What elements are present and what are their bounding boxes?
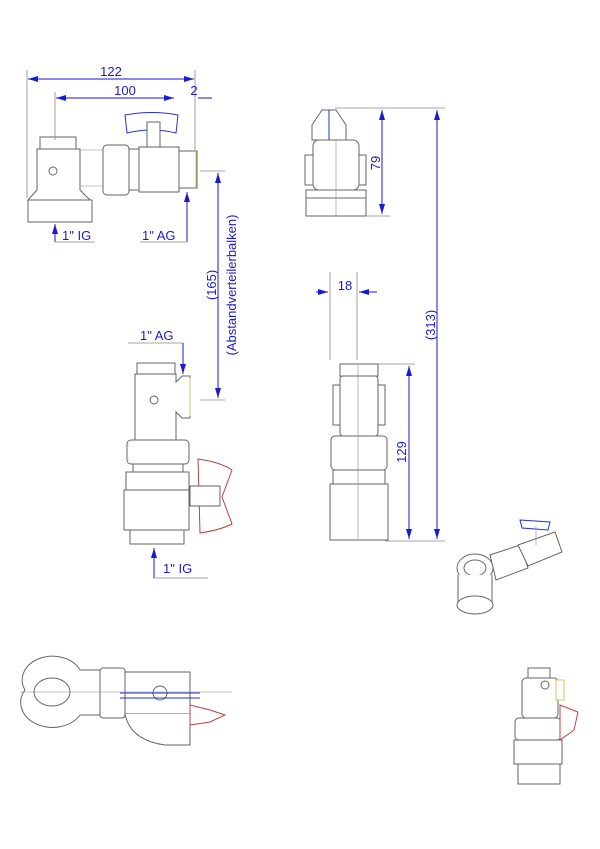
dim-100: 100: [114, 83, 136, 98]
front-view-dimensions: 1" AG 1" IG: [128, 328, 208, 579]
dim-2: 2: [190, 83, 197, 98]
thread-label-1in-ag: 1" AG: [142, 228, 176, 243]
front-thread-label-1in-ig: 1" IG: [163, 561, 192, 576]
front-view-valve: [123, 362, 233, 545]
plan-view: [20, 655, 232, 746]
top-view-dimensions: 122 100 2 1" IG 1" AG (165) (Abstandvert…: [26, 64, 239, 401]
dim-79: 79: [368, 156, 383, 170]
side-view-dimensions: 79 18 (313) 129: [316, 107, 445, 542]
thread-label-1in-ig: 1" IG: [62, 228, 91, 243]
dim-165: (165): [204, 270, 219, 300]
isometric-view-vertical: [513, 667, 579, 785]
front-thread-label-1in-ag: 1" AG: [140, 328, 174, 343]
dim-122: 122: [100, 64, 122, 79]
side-view-top: [304, 109, 367, 217]
dim-313: (313): [423, 310, 438, 340]
spacing-note: (Abstandverteilerbalken): [224, 215, 239, 356]
dim-129: 129: [394, 441, 409, 463]
top-view-valve: [26, 112, 198, 223]
dim-18: 18: [338, 278, 352, 293]
isometric-view-horizontal: [456, 519, 563, 615]
side-view-vertical-valve: [329, 363, 389, 541]
